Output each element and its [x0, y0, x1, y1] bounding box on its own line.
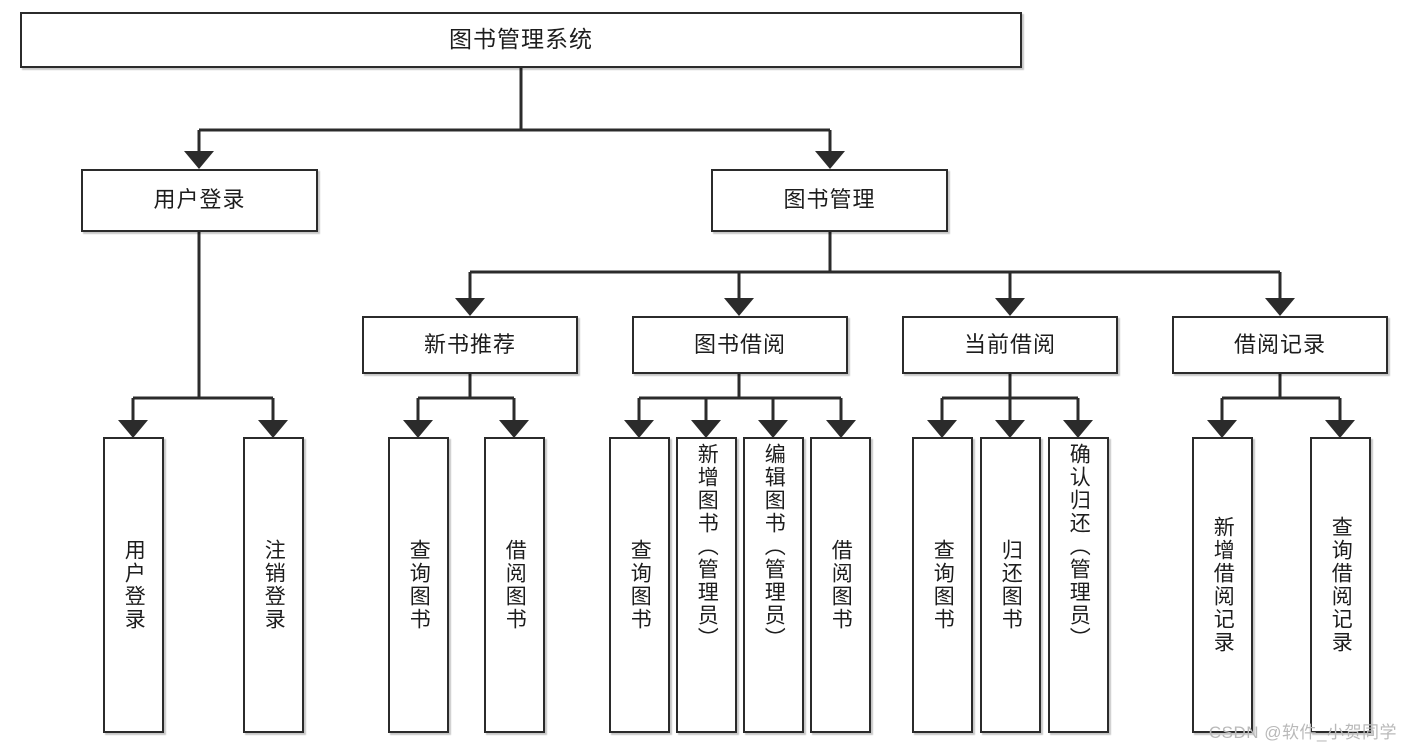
node-label: 借阅记录 — [1233, 331, 1326, 357]
node-current-borrow[interactable]: 当前借阅 — [902, 316, 1118, 374]
node-new-book-recommend[interactable]: 新书推荐 — [362, 316, 578, 374]
node-user-login[interactable]: 用户登录 — [81, 169, 318, 232]
node-label: 查询借阅记录 — [1329, 516, 1353, 654]
node-label: 图书管理 — [783, 187, 876, 213]
node-label: 当前借阅 — [963, 331, 1056, 357]
node-label: 借阅图书 — [503, 539, 527, 631]
node-label: 归还图书 — [999, 539, 1023, 631]
node-label: 新增借阅记录 — [1211, 516, 1235, 654]
csdn-watermark: CSDN @软件_小贺同学 — [1208, 723, 1397, 742]
node-label: 注销登录 — [262, 539, 286, 631]
node-root-book-management-system[interactable]: 图书管理系统 — [20, 12, 1022, 68]
node-borrow-record[interactable]: 借阅记录 — [1172, 316, 1388, 374]
node-leaf-logout[interactable]: 注销登录 — [243, 437, 304, 733]
node-label: 用户登录 — [153, 187, 246, 213]
node-leaf-query-book-current[interactable]: 查询图书 — [912, 437, 973, 733]
node-leaf-borrow-book-recommend[interactable]: 借阅图书 — [484, 437, 545, 733]
node-leaf-borrow-book[interactable]: 借阅图书 — [810, 437, 871, 733]
node-label: 查询图书 — [407, 539, 431, 631]
node-leaf-add-book-admin[interactable]: 新增图书（管理员） — [676, 437, 737, 733]
node-label: 图书借阅 — [693, 331, 786, 357]
node-label: 新书推荐 — [423, 331, 516, 357]
node-leaf-add-borrow-record[interactable]: 新增借阅记录 — [1192, 437, 1253, 733]
node-label: 查询图书 — [628, 539, 652, 631]
node-leaf-return-book[interactable]: 归还图书 — [980, 437, 1041, 733]
node-leaf-confirm-return-admin[interactable]: 确认归还（管理员） — [1048, 437, 1109, 733]
node-leaf-query-borrow-record[interactable]: 查询借阅记录 — [1310, 437, 1371, 733]
node-label: 图书管理系统 — [449, 26, 593, 53]
node-book-borrow[interactable]: 图书借阅 — [632, 316, 848, 374]
node-leaf-query-book-recommend[interactable]: 查询图书 — [388, 437, 449, 733]
node-leaf-edit-book-admin[interactable]: 编辑图书（管理员） — [743, 437, 804, 733]
node-leaf-user-login[interactable]: 用户登录 — [103, 437, 164, 733]
node-label: 借阅图书 — [829, 539, 853, 631]
node-label: 用户登录 — [122, 539, 146, 631]
node-book-management[interactable]: 图书管理 — [711, 169, 948, 232]
node-label: 新增图书（管理员） — [695, 443, 719, 650]
node-label: 编辑图书（管理员） — [762, 443, 786, 650]
node-label: 确认归还（管理员） — [1067, 443, 1091, 650]
node-label: 查询图书 — [931, 539, 955, 631]
node-leaf-query-book-borrow[interactable]: 查询图书 — [609, 437, 670, 733]
